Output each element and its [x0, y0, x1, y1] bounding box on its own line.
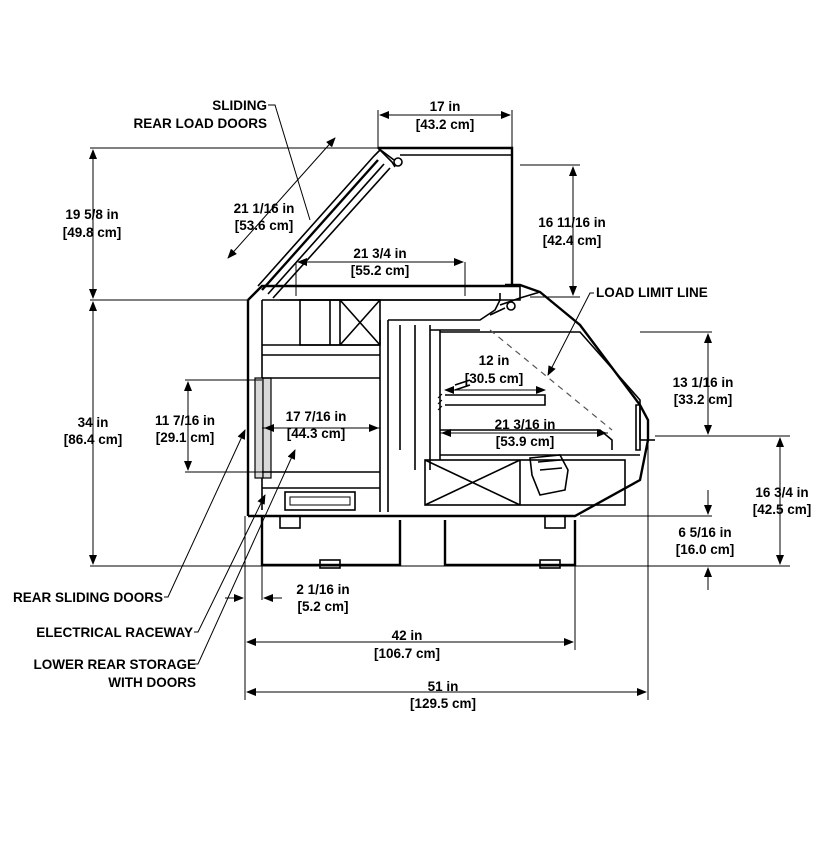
- dim-door-length-cm: [53.6 cm]: [235, 218, 294, 233]
- dim-top-depth-cm: [43.2 cm]: [416, 117, 475, 132]
- dim-deck-depth-in: 21 3/16 in: [495, 417, 556, 432]
- dim-inner-top-cm: [55.2 cm]: [351, 263, 410, 278]
- dim-top-depth-in: 17 in: [430, 99, 461, 114]
- dim-deck-depth-cm: [53.9 cm]: [496, 434, 555, 449]
- top-deck: [247, 284, 520, 301]
- lower-rear-storage: [254, 377, 380, 511]
- dim-line-door-length: [227, 137, 336, 259]
- dim-counter-height-in: 34 in: [78, 415, 109, 430]
- callout-load-limit-line: LOAD LIMIT LINE: [596, 285, 708, 300]
- callout-sliding-rear-load-doors-2: REAR LOAD DOORS: [133, 116, 267, 131]
- leader-lines: [164, 104, 594, 665]
- dim-front-glass-cm: [42.4 cm]: [543, 233, 602, 248]
- dim-rear-offset-cm: [5.2 cm]: [297, 599, 348, 614]
- dim-inner-top-in: 21 3/4 in: [353, 246, 406, 261]
- dim-glass-height-cm: [49.8 cm]: [63, 225, 122, 240]
- dim-deck-height-cm: [33.2 cm]: [674, 392, 733, 407]
- callout-rear-sliding-doors: REAR SLIDING DOORS: [13, 590, 163, 605]
- dim-storage-depth-in: 17 7/16 in: [286, 409, 347, 424]
- callout-lower-rear-storage-2: WITH DOORS: [108, 675, 196, 690]
- rear-door-panel: [254, 377, 264, 479]
- dim-counter-height-cm: [86.4 cm]: [64, 432, 123, 447]
- front-hull: [248, 283, 650, 518]
- dim-storage-height-cm: [29.1 cm]: [156, 430, 215, 445]
- raceway-box: [284, 491, 356, 511]
- dim-glass-height-in: 19 5/8 in: [65, 207, 118, 222]
- case-body: [246, 146, 655, 569]
- dim-base-height-cm: [16.0 cm]: [676, 542, 735, 557]
- callout-sliding-rear-load-doors-1: SLIDING: [212, 98, 267, 113]
- dim-base-depth-cm: [106.7 cm]: [374, 646, 440, 661]
- dim-storage-depth-cm: [44.3 cm]: [287, 426, 346, 441]
- dim-overall-depth-in: 51 in: [428, 679, 459, 694]
- dim-front-height-cm: [42.5 cm]: [753, 502, 812, 517]
- dim-base-depth-in: 42 in: [392, 628, 423, 643]
- dimension-arrows: [89, 111, 784, 696]
- callout-lower-rear-storage-1: LOWER REAR STORAGE: [33, 657, 196, 672]
- dim-rear-offset-in: 2 1/16 in: [296, 582, 349, 597]
- dim-overall-depth-cm: [129.5 cm]: [410, 696, 476, 711]
- dim-door-length-in: 21 1/16 in: [234, 201, 295, 216]
- dim-storage-height-in: 11 7/16 in: [155, 413, 215, 428]
- base: [260, 515, 577, 569]
- callout-electrical-raceway: ELECTRICAL RACEWAY: [36, 625, 193, 640]
- load-limit-dashed-line: [489, 329, 613, 431]
- coil-box-lower: [424, 459, 626, 506]
- dim-deck-height-in: 13 1/16 in: [673, 375, 734, 390]
- dim-front-glass-in: 16 11/16 in: [538, 215, 606, 230]
- dim-base-height-in: 6 5/16 in: [678, 525, 731, 540]
- dim-shelf-depth-cm: [30.5 cm]: [465, 371, 524, 386]
- product-tray: [529, 454, 569, 496]
- dim-shelf-depth-in: 12 in: [479, 353, 510, 368]
- dim-front-height-in: 16 3/4 in: [755, 485, 808, 500]
- shelf: [445, 394, 546, 406]
